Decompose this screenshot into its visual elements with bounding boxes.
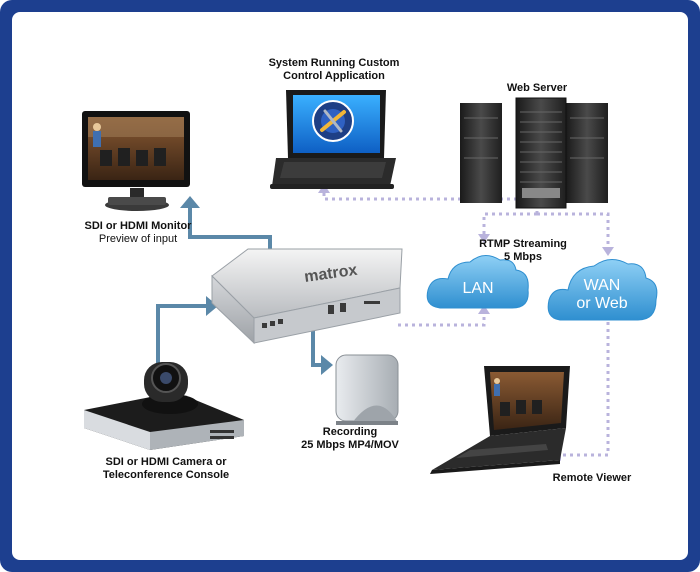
diagram-panel: matrox [12,12,688,560]
remote-viewer-label-text: Remote Viewer [552,472,632,484]
recording-label-line2: 25 Mbps MP4/MOV [301,439,399,451]
recording-label: Recording 25 Mbps MP4/MOV [290,426,410,452]
dotted-server-to-lan [482,212,537,235]
wan-label-line2: or Web [576,295,627,312]
control-app-label-line1: System Running Custom [268,57,400,69]
camera-label: SDI or HDMI Camera or Teleconference Con… [88,456,244,482]
web-server-label-text: Web Server [506,82,568,94]
web-server-label: Web Server [494,82,580,95]
arrow-camera-to-device [156,304,208,376]
monitor-label: SDI or HDMI Monitor Preview of input [68,220,208,246]
lan-label: LAN [462,280,493,297]
remote-viewer-label: Remote Viewer [542,472,642,485]
dotted-server-to-laptop [322,190,539,214]
rtmp-label-line1: RTMP Streaming [479,238,567,250]
wan-label-line1: WAN [584,277,621,294]
control-app-label-line2: Control Application [283,70,385,82]
arrow-device-to-recording [311,327,323,367]
camera-label-line2: Teleconference Console [102,469,230,481]
web-server-icon [460,97,608,209]
control-laptop-icon [270,90,396,189]
matrox-device-icon: matrox [211,248,403,345]
dotted-wan-to-remote [558,315,610,457]
remote-laptop-icon [430,366,570,474]
wan-cloud: WAN or Web [547,259,658,321]
monitor-label-line2: Preview of input [98,233,178,245]
monitor-label-line1: SDI or HDMI Monitor [84,220,192,232]
diagram-canvas: matrox [82,90,658,474]
dotted-device-to-lan [398,312,486,327]
rtmp-label-line2: 5 Mbps [504,251,542,263]
camera-console-icon [84,362,244,450]
control-app-label: System Running Custom Control Applicatio… [256,57,412,83]
rtmp-label: RTMP Streaming 5 Mbps [468,238,578,264]
dotted-server-to-wan [537,212,610,248]
camera-label-line1: SDI or HDMI Camera or [105,456,227,468]
recording-label-line1: Recording [322,426,378,438]
recording-drive-icon [335,354,399,425]
monitor-icon [82,111,190,211]
lan-cloud: LAN [426,255,529,309]
